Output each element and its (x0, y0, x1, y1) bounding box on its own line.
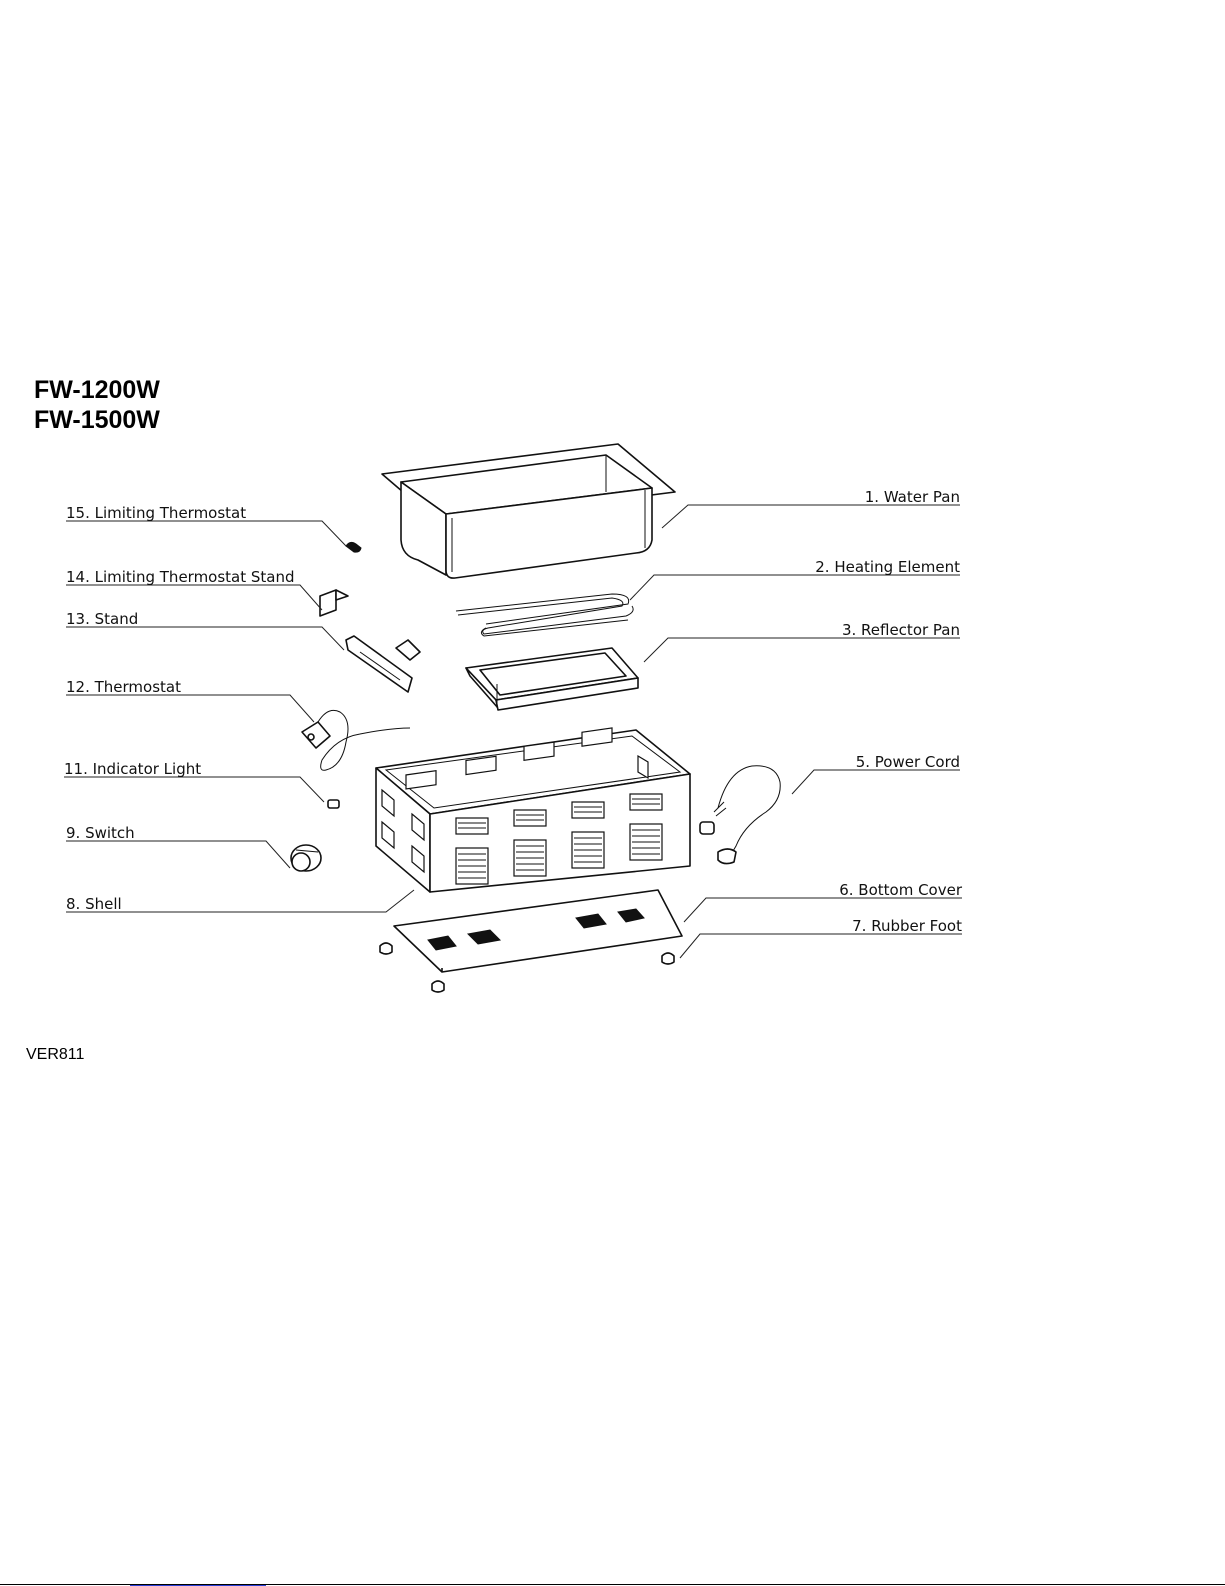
version-code: VER811 (26, 1046, 84, 1064)
label-switch: 9. Switch (66, 824, 135, 842)
bottom-cover-drawing (394, 890, 682, 972)
label-stand: 13. Stand (66, 610, 138, 628)
label-heating-element: 2. Heating Element (815, 558, 960, 576)
label-water-pan: 1. Water Pan (865, 488, 960, 506)
switch-drawing (291, 845, 321, 871)
reflector-pan-drawing (466, 648, 638, 710)
heating-element-drawing (456, 594, 633, 636)
limiting-thermostat-stand-drawing (320, 590, 348, 616)
label-limiting-thermostat: 15. Limiting Thermostat (66, 504, 246, 522)
label-bottom-cover: 6. Bottom Cover (839, 881, 963, 899)
water-pan-drawing (382, 444, 675, 578)
label-shell: 8. Shell (66, 895, 122, 913)
indicator-light-drawing (328, 800, 339, 808)
label-rubber-foot: 7. Rubber Foot (852, 917, 962, 935)
thermostat-drawing (302, 710, 410, 770)
stand-drawing (346, 636, 420, 692)
label-indicator-light: 11. Indicator Light (64, 760, 201, 778)
label-reflector-pan: 3. Reflector Pan (842, 621, 960, 639)
label-thermostat: 12. Thermostat (66, 678, 181, 696)
label-limiting-thermostat-stand: 14. Limiting Thermostat Stand (66, 568, 295, 586)
limiting-thermostat-drawing (346, 542, 361, 552)
power-cord-drawing (700, 766, 780, 864)
shell-drawing (376, 728, 690, 892)
label-power-cord: 5. Power Cord (856, 753, 960, 771)
